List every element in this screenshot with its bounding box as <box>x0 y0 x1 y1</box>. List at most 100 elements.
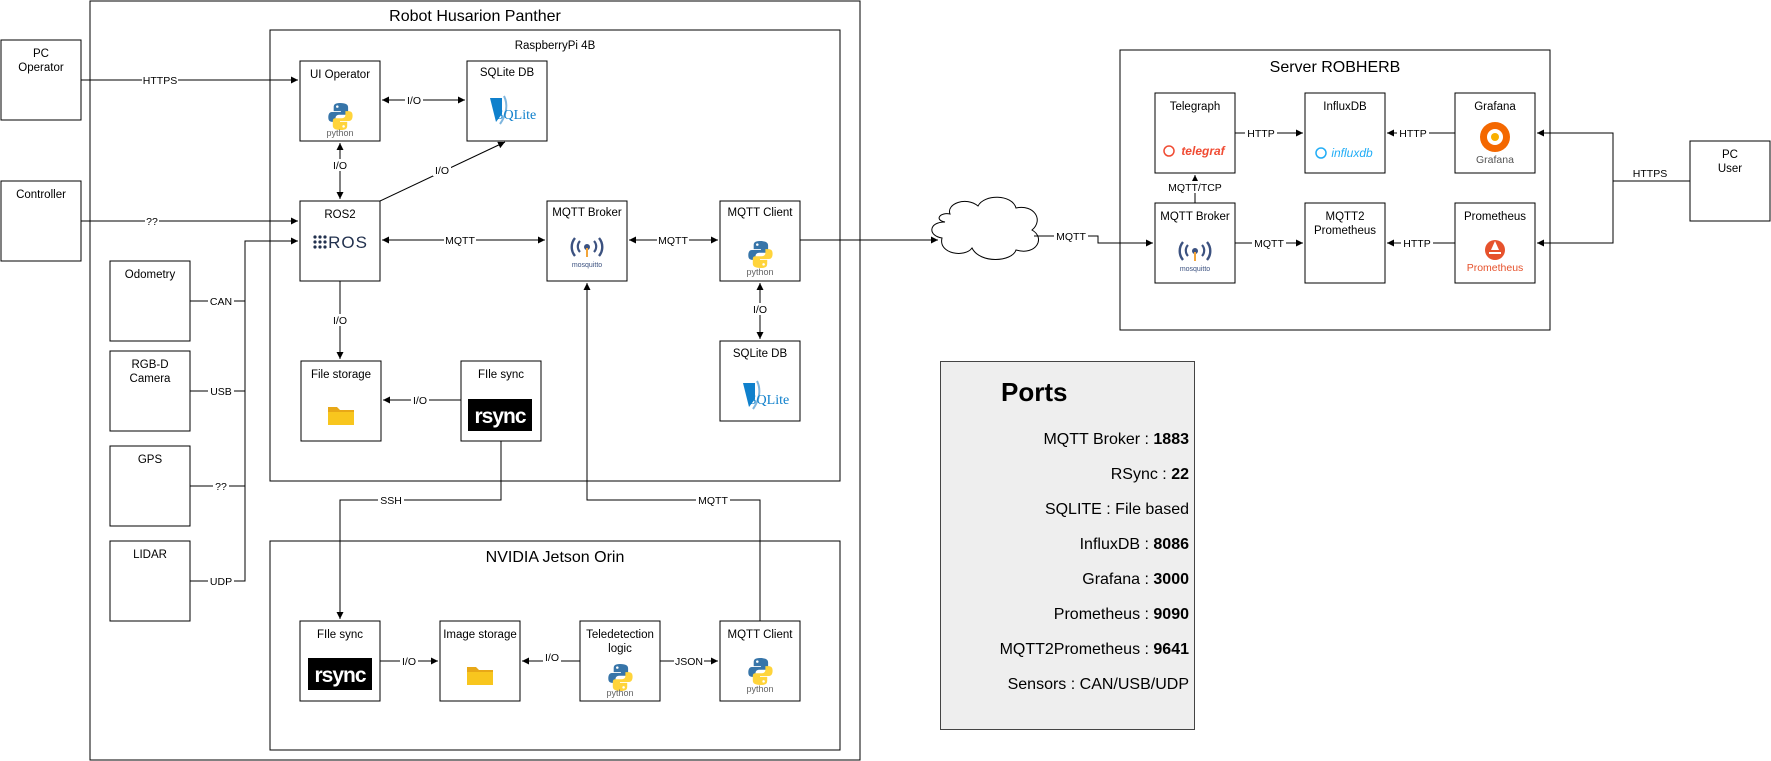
python-wordmark: python <box>746 684 773 694</box>
prometheus-label: Prometheus <box>1464 211 1526 223</box>
ui-operator-node[interactable]: UI Operator python <box>299 60 381 142</box>
port-row-rsync: RSync : 22 <box>1111 466 1189 484</box>
port-value: 8086 <box>1153 536 1189 553</box>
edge-label-unknown: ?? <box>146 216 158 228</box>
odometry-node[interactable]: Odometry <box>109 260 191 342</box>
port-value: 9641 <box>1153 641 1189 658</box>
file-storage-label: File storage <box>311 369 371 381</box>
sqlite-db2-label: SQLite DB <box>733 348 788 360</box>
sqlite-db-label: SQLite DB <box>480 67 535 79</box>
edge-label-mqtt-tcp: MQTT/TCP <box>1168 182 1222 194</box>
mqtt-broker-label: MQTT Broker <box>552 207 622 219</box>
file-sync-jetson-node[interactable]: FIle sync rsync <box>299 620 381 702</box>
edge-label-io: I/O <box>435 165 449 177</box>
cloud-icon <box>931 196 1039 260</box>
grafana-node[interactable]: Grafana Grafana <box>1454 92 1536 174</box>
edge-label-mqtt: MQTT <box>1056 231 1086 243</box>
telegraph-node[interactable]: Telegraph telegraf <box>1154 92 1236 174</box>
image-storage-node[interactable]: Image storage <box>439 620 521 702</box>
mqtt-client-jetson-label: MQTT Client <box>728 629 794 641</box>
odometry-label: Odometry <box>125 269 176 281</box>
port-name: Sensors : CAN/USB/UDP <box>1007 676 1189 693</box>
influxdb-node[interactable]: InfluxDB influxdb <box>1304 92 1386 174</box>
mqtt-client-label: MQTT Client <box>728 207 794 219</box>
edge-label-io: I/O <box>402 656 416 668</box>
grafana-icon <box>1480 122 1510 152</box>
port-value: 9090 <box>1153 606 1189 623</box>
port-name: MQTT2Prometheus : <box>999 641 1154 658</box>
controller-node[interactable]: Controller <box>0 180 82 262</box>
mqtt-broker-node[interactable]: MQTT Broker mosquitto <box>546 200 628 282</box>
rgbd-camera-node[interactable]: RGB-D Camera <box>109 350 191 432</box>
port-value: 22 <box>1171 466 1189 483</box>
port-row-grafana: Grafana : 3000 <box>1082 571 1189 589</box>
port-row-mqtt-broker: MQTT Broker : 1883 <box>1043 431 1189 449</box>
telegraf-wordmark: telegraf <box>1181 144 1225 158</box>
sqlite-wordmark: SQLite <box>749 393 789 408</box>
lidar-node[interactable]: LIDAR <box>109 540 191 622</box>
file-sync-jetson-label: FIle sync <box>317 629 363 641</box>
influxdb-wordmark: influxdb <box>1331 146 1373 160</box>
edge-label-ssh: SSH <box>380 495 402 507</box>
port-row-influxdb: InfluxDB : 8086 <box>1080 536 1189 554</box>
rgbd-line2: Camera <box>130 373 172 385</box>
edge-label-mqtt: MQTT <box>658 235 688 247</box>
sqlite-db2-node[interactable]: SQLite DB SQLite <box>719 340 801 422</box>
ros2-node[interactable]: ROS2 ROS <box>299 200 381 282</box>
port-name: InfluxDB : <box>1079 536 1154 553</box>
edge-label-https: HTTPS <box>1633 168 1667 180</box>
pc-user-line2: User <box>1718 163 1742 175</box>
rpi-title: RaspberryPi 4B <box>515 40 596 52</box>
rgbd-line1: RGB-D <box>131 359 168 371</box>
server-title: Server ROBHERB <box>1270 59 1401 76</box>
rsync-wordmark: rsync <box>474 405 526 428</box>
mqtt-client-node[interactable]: MQTT Client python <box>719 200 801 282</box>
edge-label-io: I/O <box>333 160 347 172</box>
edge-label-mqtt: MQTT <box>698 495 728 507</box>
ports-panel: Ports MQTT Broker : 1883 RSync : 22 SQLI… <box>940 361 1195 730</box>
gps-label: GPS <box>138 454 163 466</box>
teledetection-node[interactable]: Teledetection logic python <box>579 620 661 702</box>
mqtt2prometheus-line2: Prometheus <box>1314 225 1376 237</box>
edge-label-udp: UDP <box>210 576 232 588</box>
teledetection-line2: logic <box>608 643 632 655</box>
edge-label-http: HTTP <box>1403 238 1430 250</box>
python-wordmark: python <box>326 128 353 138</box>
rsync-wordmark: rsync <box>314 664 366 687</box>
image-storage-label: Image storage <box>443 629 517 641</box>
mosquitto-wordmark: mosquitto <box>1180 266 1210 273</box>
mosquitto-wordmark: mosquitto <box>572 262 602 269</box>
port-name: Prometheus : <box>1053 606 1154 623</box>
edge-label-io: I/O <box>333 315 347 327</box>
teledetection-line1: Teledetection <box>586 629 654 641</box>
mqtt2prometheus-node[interactable]: MQTT2 Prometheus <box>1304 202 1386 284</box>
mqtt-client-jetson-node[interactable]: MQTT Client python <box>719 620 801 702</box>
port-row-prometheus: Prometheus : 9090 <box>1054 606 1189 624</box>
prometheus-node[interactable]: Prometheus Prometheus <box>1454 202 1536 284</box>
jetson-title: NVIDIA Jetson Orin <box>486 549 625 566</box>
pc-operator-node[interactable]: PC Operator <box>0 39 82 121</box>
edge-label-io: I/O <box>413 395 427 407</box>
ports-title: Ports <box>1001 377 1068 407</box>
edge-label-io: I/O <box>407 95 421 107</box>
python-wordmark: python <box>606 688 633 698</box>
pc-user-node[interactable]: PC User <box>1689 140 1771 222</box>
port-name: Grafana : <box>1082 571 1154 588</box>
edge-label-unknown: ?? <box>215 481 227 493</box>
telegraph-label: Telegraph <box>1170 101 1221 113</box>
port-name: RSync : <box>1110 466 1172 483</box>
mqtt-broker-srv-node[interactable]: MQTT Broker mosquitto <box>1154 202 1236 284</box>
edge-label-io: I/O <box>753 304 767 316</box>
telegraf-icon <box>1163 145 1175 157</box>
edge-label-usb: USB <box>210 386 232 398</box>
file-sync-rpi-node[interactable]: FIle sync rsync <box>460 360 542 442</box>
file-storage-node[interactable]: File storage <box>300 360 382 442</box>
port-row-sqlite: SQLITE : File based <box>1045 501 1189 519</box>
sqlite-db-node[interactable]: SQLite DB SQLite <box>466 60 548 142</box>
ros-wordmark: ROS <box>328 233 368 252</box>
gps-node[interactable]: GPS <box>109 445 191 527</box>
edge-label-can: CAN <box>210 296 232 308</box>
prometheus-icon <box>1485 240 1505 260</box>
port-value: 1883 <box>1153 431 1189 448</box>
edge-label-io: I/O <box>545 652 559 664</box>
